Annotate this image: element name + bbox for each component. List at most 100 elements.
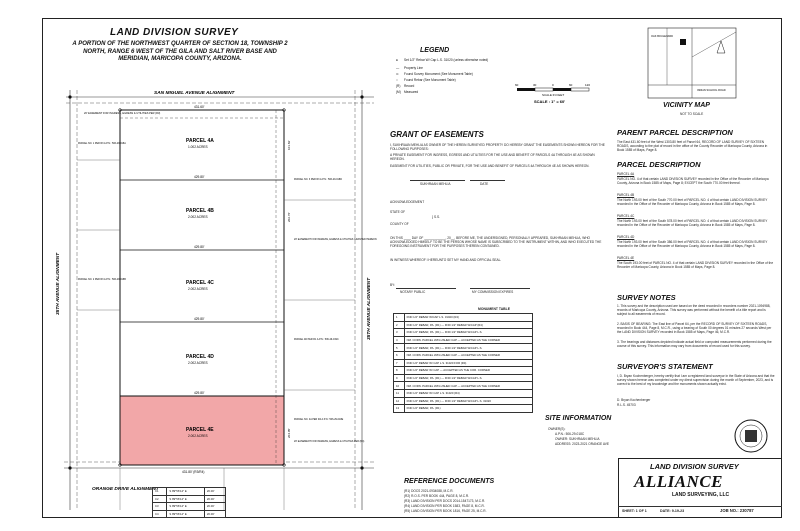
grant-state: STATE OF [390, 210, 406, 214]
svg-text:INDIAN SCHOOL ROAD: INDIAN SCHOOL ROAD [697, 88, 726, 92]
svg-text:PARCEL 4D: PARCEL 4D [186, 354, 214, 360]
reference-item-2: (R2) R.O.S. PER BOOK 444, PAGE 8, M.C.R. [404, 494, 470, 498]
grant-signer: SUKHRAAN MEHLIA [420, 182, 451, 186]
parcel-desc-4a-text: PARCEL NO. 4 of that certain LAND DIVISI… [617, 177, 769, 186]
scale-bar: 60 30 0 60 120 SCALE IN FEET SCALE : 1" … [515, 83, 590, 104]
grant-title: GRANT OF EASEMENTS [390, 130, 484, 139]
parcel-label-4d: PARCEL 4D 2.002 ACRES [186, 354, 214, 365]
dim-mid-2: 429.80' [194, 245, 205, 249]
sheet-number: SHEET: 1 OF 1 [622, 509, 647, 513]
reference-item-5: (R5) LAND DIVISION PER BOOK 1816, PAGE 2… [404, 509, 487, 513]
parcel-4e-highlight [119, 395, 285, 466]
road-label-top: SAN MIGUEL AVENUE ALIGNMENT [154, 90, 236, 96]
road-label-west: 35TH AVENUE ALIGNMENT [55, 252, 61, 315]
parcel-desc-4a-label: PARCEL 4A [617, 172, 635, 176]
svg-text:120: 120 [585, 83, 590, 87]
parcel-desc-4d-label: PARCEL 4D [617, 235, 635, 239]
grant-witness: IN WITNESS WHEREOF I HEREUNTO SET MY HAN… [390, 258, 502, 262]
parcel-label-4c: PARCEL 4C 2.002 ACRES [186, 280, 214, 291]
parent-body: The East 431.60 feet of the West 1303.80… [617, 140, 768, 153]
grant-ss: } S.S. [432, 215, 440, 219]
svg-text:2.002 ACRES: 2.002 ACRES [188, 434, 208, 438]
svg-text:0: 0 [552, 83, 554, 87]
reference-title: REFERENCE DOCUMENTS [404, 478, 495, 485]
apn-label-5: PARCEL NO. 4A PER R4 A.P.N.: 506-29-018E [294, 418, 344, 421]
grant-by: BY: [390, 283, 395, 287]
easement-label-1: 20' EASEMENT FOR INGRESS, EGRESS & UTILI… [84, 111, 160, 115]
grant-county: COUNTY OF [390, 222, 409, 226]
grant-date: DATE [480, 182, 489, 186]
note-2: 2. BASIS OF BEARING: The East line of Pa… [617, 322, 772, 335]
grant-ack-body: ON THIS ____ DAY OF ____________, 20__, … [390, 236, 602, 249]
apn-label-3: PARCEL NO. 3 PER R3 A.P.N.: 506-29-018D [294, 178, 342, 181]
road-label-east: 35TH AVENUE ALIGNMENT [366, 277, 372, 340]
parcel-desc-4c-text: The North 193.00 feet of the South 578.0… [617, 219, 768, 228]
parcel-label-4b: PARCEL 4B 2.002 ACRES [186, 208, 214, 219]
parcel-desc-4b-text: The North 193.00 feet of the South 770.0… [617, 198, 768, 207]
vicinity-title: VICINITY MAP [663, 102, 710, 109]
dim-mid-4: 429.80' [194, 391, 205, 395]
statement-signer: D. Bryan Kochenberger [617, 398, 651, 402]
dim-top: 431.60' [194, 105, 205, 109]
dim-bottom: 431.80' (R3/R4) [182, 470, 204, 474]
dim-depth-e: 204.05' [287, 428, 291, 438]
apn-label-2: PARCEL NO. 2 PER R3 A.P.N.: 506-29-018B [78, 278, 126, 281]
surveyor-seal [734, 419, 768, 453]
svg-text:60: 60 [569, 83, 573, 87]
statement-title: SURVEYOR'S STATEMENT [617, 362, 713, 371]
parcel-desc-4e-label: PARCEL 4E [617, 256, 635, 260]
grant-public: EASEMENT FOR UTILITIES, PUBLIC OR PRIVAT… [390, 164, 590, 168]
grant-ack: ACKNOWLEDGEMENT [390, 200, 425, 204]
parcel-desc-4b-label: PARCEL 4B [617, 193, 635, 197]
svg-text:PARCEL 4E: PARCEL 4E [186, 427, 214, 433]
legend-title: LEGEND [420, 47, 450, 54]
statement-body: I, D. Bryan Kochenberger, hereby certify… [617, 374, 775, 387]
vicinity-note: NOT TO SCALE [680, 112, 704, 116]
title-block [618, 458, 782, 518]
page-subtitle: A PORTION OF THE NORTHWEST QUARTER OF SE… [72, 41, 288, 62]
site-info-line-4: ADDRESS: 2023-2021 ORANGE AVE [555, 442, 609, 446]
easement-label-3: 20' EASEMENT FOR INGRESS, EGRESS & UTILI… [294, 440, 364, 443]
svg-text:60: 60 [515, 83, 519, 87]
parcel-desc-4c-label: PARCEL 4C [617, 214, 635, 218]
svg-text:OAK BOULEVARD: OAK BOULEVARD [651, 34, 673, 38]
grant-private: A PRIVATE EASEMENT FOR INGRESS, EGRESS A… [390, 153, 595, 162]
titleblock-title: LAND DIVISION SURVEY [650, 462, 739, 471]
svg-text:2.002 ACRES: 2.002 ACRES [188, 215, 208, 219]
svg-text:SCALE IN FEET: SCALE IN FEET [542, 93, 564, 97]
parcel-desc-4e-text: The South 193.00 feet of PARCEL NO. 4 of… [617, 261, 774, 270]
dim-depth-a: 101.82' [287, 140, 291, 150]
reference-item-4: (R4) LAND DIVISION PER BOOK 1583, PAGE 8… [404, 504, 485, 508]
parcel-label-4e: PARCEL 4E 2.002 ACRES [186, 427, 214, 438]
parcel-desc-4d-text: The North 193.00 feet of the South 386.0… [617, 240, 768, 249]
svg-text:PARCEL 4B: PARCEL 4B [186, 208, 214, 214]
notes-title: SURVEY NOTES [617, 293, 676, 302]
page-title: LAND DIVISION SURVEY [110, 27, 239, 38]
brand-subtitle: LAND SURVEYING, LLC [672, 492, 730, 498]
easement-label-2: 20' EASEMENT FOR INGRESS, EGRESS & UTILI… [294, 238, 377, 241]
site-info-line-2: A.P.N.: 506-29-018C [555, 432, 585, 436]
grant-commission: MY COMMISSION EXPIRES [472, 290, 514, 294]
statement-rls: R.L.S. 45703 [617, 403, 636, 407]
svg-text:1.002 ACRES: 1.002 ACRES [188, 145, 208, 149]
dim-mid-3: 429.80' [194, 317, 205, 321]
svg-text:2.002 ACRES: 2.002 ACRES [188, 361, 208, 365]
grant-body: I, SUKHRAAN MEHLIA AS OWNER OF THE HEREI… [390, 143, 605, 152]
parcel-desc-title: PARCEL DESCRIPTION [617, 160, 701, 169]
note-3: 3. The bearings and distances depicted i… [617, 340, 772, 349]
apn-label-4: PARCEL 4D PER R1 A.P.N.: 506-29-019C [294, 338, 339, 341]
monument-table-title: MONUMENT TABLE [478, 307, 510, 311]
parcel-label-4a: PARCEL 4A 1.002 ACRES [186, 138, 214, 149]
road-label-bottom: ORANGE DRIVE ALIGNMENT [92, 486, 160, 492]
dim-depth-b: 202.76' [287, 212, 291, 222]
dim-mid-1: 429.80' [194, 175, 205, 179]
grant-notary: NOTARY PUBLIC [400, 290, 426, 294]
reference-item-1: (R1) DOCS 2021-0934088, M.C.R. [404, 489, 454, 493]
svg-text:PARCEL 4C: PARCEL 4C [186, 280, 214, 286]
svg-text:2.002 ACRES: 2.002 ACRES [188, 287, 208, 291]
apn-label-1: PARCEL NO. 1 PER R3 A.P.N.: 506-29-018A [78, 142, 126, 145]
note-1: 1. This survey and the description used … [617, 304, 771, 317]
reference-item-3: (R3) LAND DIVISION PER DOCS 2014-1547173… [404, 499, 486, 503]
